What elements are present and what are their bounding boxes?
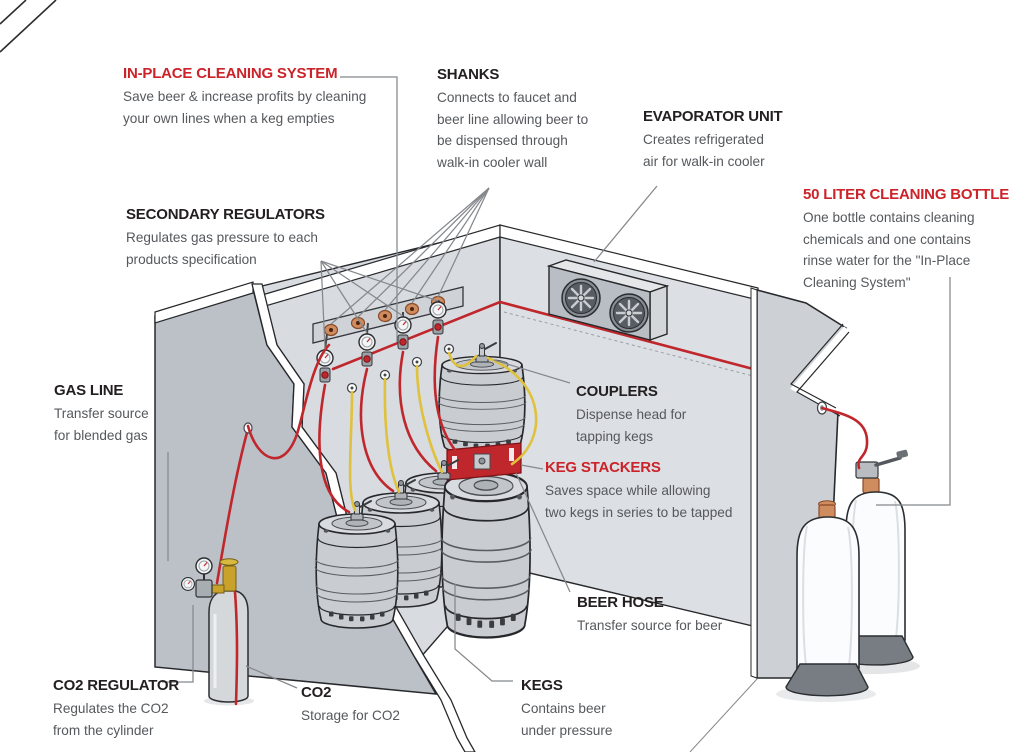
shank-icon	[323, 323, 339, 337]
shank-icon	[377, 309, 393, 323]
label-co2-regulator: CO2 REGULATOR Regulates the CO2 from the…	[53, 676, 179, 741]
torn-edge	[251, 283, 476, 752]
label-title: 50 LITER CLEANING BOTTLE	[803, 186, 1010, 203]
label-line: Saves space while allowing	[545, 483, 711, 498]
label-kegs: KEGS Contains beer under pressure	[521, 676, 612, 741]
in-place-leader	[340, 76, 398, 342]
leader-lines	[162, 76, 951, 689]
shank-bar	[312, 286, 464, 344]
gas-hoses	[318, 335, 464, 514]
ceiling-edge-lines	[0, 0, 57, 53]
label-line: Contains beer	[521, 701, 606, 716]
secondary-regulators-leader	[320, 260, 439, 350]
label-gas-line: GAS LINE Transfer source for blended gas	[54, 381, 149, 446]
label-line: chemicals and one contains	[803, 231, 971, 247]
label-beer-hose: BEER HOSE Transfer source for beer	[577, 593, 722, 637]
label-title: SHANKS	[437, 66, 500, 83]
label-title: CO2	[301, 684, 332, 701]
label-line: Transfer source for beer	[577, 618, 723, 633]
label-line: Regulates the CO2	[53, 701, 169, 716]
label-title: CO2 REGULATOR	[53, 677, 180, 694]
label-line: be dispensed through	[437, 133, 568, 148]
gas-line-hose	[215, 343, 331, 585]
label-line: Regulates gas pressure to each	[126, 230, 318, 245]
beer-hoses	[348, 351, 538, 512]
keg-stackers-leader	[520, 464, 544, 470]
label-line: tapping kegs	[576, 428, 654, 444]
label-secondary-regulators: SECONDARY REGULATORS Regulates gas press…	[126, 205, 325, 270]
label-line: products specification	[126, 251, 257, 267]
label-title: GAS LINE	[54, 382, 124, 399]
label-line: for blended gas	[54, 427, 148, 443]
label-line: Cleaning System"	[803, 274, 911, 290]
label-line: Save beer & increase profits by cleaning	[123, 89, 367, 104]
label-line: under pressure	[521, 722, 613, 738]
label-line: Storage for CO2	[301, 708, 400, 723]
evaporator-unit	[546, 259, 670, 341]
label-title: IN-PLACE CLEANING SYSTEM	[123, 65, 338, 82]
label-shanks: SHANKS Connects to faucet and beer line …	[437, 65, 588, 173]
shank-icon	[404, 302, 420, 316]
label-line: from the cylinder	[53, 722, 154, 738]
label-title: KEG STACKERS	[545, 459, 661, 476]
label-title: COUPLERS	[576, 383, 658, 400]
keg-stacker	[446, 442, 522, 481]
label-cleaning-bottle: 50 LITER CLEANING BOTTLE One bottle cont…	[803, 185, 1009, 293]
label-line: Dispense head for	[576, 407, 687, 422]
cleaning-bottle-leader	[876, 277, 951, 506]
cleaning-bottle-front	[785, 500, 869, 697]
label-title: KEGS	[521, 677, 563, 694]
label-line: Creates refrigerated	[643, 132, 764, 147]
pressure-gauge-icon	[181, 577, 195, 591]
label-keg-stackers: KEG STACKERS Saves space while allowing …	[545, 458, 732, 523]
label-line: One bottle contains cleaning	[803, 210, 975, 225]
cleaning-bottles	[776, 406, 920, 702]
co2-regulator-leader	[162, 605, 194, 683]
label-line: Transfer source	[54, 406, 149, 421]
label-co2: CO2 Storage for CO2	[301, 683, 400, 727]
label-line: your own lines when a keg empties	[123, 110, 335, 126]
keg	[314, 513, 400, 629]
beer-hose-leader	[515, 472, 571, 593]
co2-cylinder	[181, 557, 254, 706]
label-line: beer line allowing beer to	[437, 111, 589, 127]
cleaning-hose-exterior	[820, 406, 869, 470]
label-line: air for walk-in cooler	[643, 153, 765, 169]
co2-regulator-assembly	[181, 557, 225, 598]
kegs-leader	[454, 584, 513, 682]
label-evaporator-unit: EVAPORATOR UNIT Creates refrigerated air…	[643, 107, 783, 172]
shanks-leader	[330, 187, 490, 325]
fan-icon	[608, 292, 650, 334]
fan-icon	[560, 277, 602, 319]
label-line: two kegs in series to be tapped	[545, 504, 733, 520]
label-line: walk-in cooler wall	[437, 154, 548, 170]
label-line: rinse water for the "In-Place	[803, 253, 971, 268]
label-line: Connects to faucet and	[437, 90, 577, 105]
label-title: EVAPORATOR UNIT	[643, 108, 783, 125]
label-title: BEER HOSE	[577, 594, 664, 611]
label-couplers: COUPLERS Dispense head for tapping kegs	[576, 382, 686, 447]
couplers-leader	[493, 359, 571, 384]
label-title: SECONDARY REGULATORS	[126, 206, 325, 223]
label-in-place-cleaning-system: IN-PLACE CLEANING SYSTEM Save beer & inc…	[123, 64, 366, 129]
pressure-gauge-icon	[195, 557, 213, 575]
gas-supply-hose	[233, 590, 239, 706]
co2-leader	[245, 665, 298, 689]
evaporator-leader	[593, 185, 658, 263]
